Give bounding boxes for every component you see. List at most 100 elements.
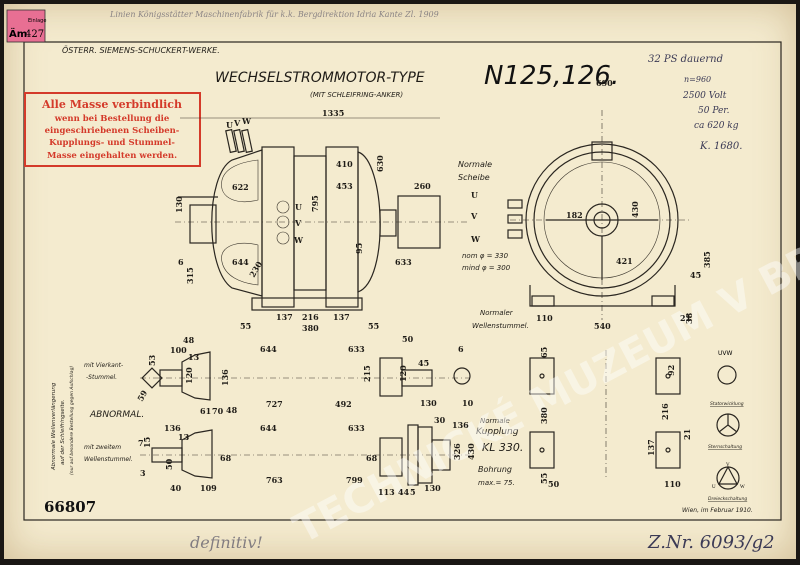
- dimension-value: 380: [539, 407, 549, 424]
- coupling-label: KL 330.: [482, 441, 523, 454]
- dimension-value: 136: [220, 369, 230, 386]
- dimension-value: 260: [414, 181, 431, 191]
- coupling-label: Normale: [480, 417, 510, 425]
- dimension-value: 430: [630, 201, 640, 218]
- dimension-value: 48: [226, 405, 238, 415]
- archive-label: Einlage Äm 427: [6, 9, 46, 43]
- dimension-value: 630: [375, 155, 385, 172]
- phase-letter: W: [293, 235, 304, 245]
- top-handwriting: Linien Königsstätter Maschinenfabrik für…: [109, 10, 439, 19]
- drawing-frame: [23, 41, 782, 521]
- terminal-letter: U: [226, 120, 233, 130]
- scheibe-label: Scheibe: [458, 173, 490, 182]
- phase-letter: U: [295, 202, 302, 212]
- dimension-value: 68: [366, 453, 378, 463]
- stamp-line: wenn bei Bestellung die: [54, 114, 170, 124]
- dimension-value: 15: [142, 437, 152, 448]
- dimension-value: 120: [184, 367, 194, 384]
- dimension-value: 21: [682, 429, 692, 440]
- dimension-value: 727: [266, 399, 283, 409]
- dimension-value: 130: [424, 483, 441, 493]
- dimension-value: 136: [164, 423, 181, 433]
- dimension-value: 315: [185, 267, 195, 284]
- dimension-value: 633: [348, 344, 365, 354]
- dimension-value: 136: [452, 420, 469, 430]
- dimension-value: 453: [336, 181, 353, 191]
- label-letters: Äm: [9, 26, 27, 40]
- dimension-value: 10: [462, 398, 474, 408]
- phase-letter: V: [294, 218, 302, 228]
- dimension-value: 38: [684, 312, 694, 324]
- dimension-value: 110: [536, 313, 553, 323]
- dimension-value: 763: [266, 475, 283, 485]
- dimension-value: 59: [135, 388, 149, 403]
- dimension-value: 50: [402, 334, 414, 344]
- coupling-label: Kupplung: [476, 427, 519, 437]
- handwritten-definitiv: definitiv!: [190, 533, 263, 552]
- dimension-value: 70: [212, 406, 224, 416]
- dimension-value: 113: [378, 487, 395, 497]
- dimension-value: 633: [348, 423, 365, 433]
- variant-label: mit Vierkant-: [84, 362, 123, 369]
- dimension-value: 216: [302, 312, 319, 322]
- dimension-value: 540: [594, 321, 611, 331]
- note: 32 PS dauernd: [648, 54, 723, 65]
- vertical-note: (nur auf besondere Bestellung gegen Aufs…: [69, 366, 75, 475]
- dimension-value: 65: [539, 347, 549, 358]
- legend-item: Sternschaltung: [708, 444, 742, 450]
- stummel-label: Normaler: [480, 309, 514, 317]
- dimension-value: 410: [336, 159, 353, 169]
- terminal-letter: W: [241, 116, 252, 126]
- diameter-label: nom φ = 330: [462, 252, 509, 260]
- variant-label: Wellenstummel.: [84, 456, 133, 463]
- dimension-value: 7: [138, 438, 144, 448]
- dimension-value: 795: [310, 195, 320, 212]
- dimension-value: 5: [410, 487, 416, 497]
- red-stamp: Alle Masse verbindlich wenn bei Bestellu…: [24, 92, 201, 167]
- phase-letter: W: [470, 234, 481, 244]
- dimension-value: 130: [174, 196, 184, 213]
- scheibe-label: Normale: [458, 160, 492, 169]
- dimension-value: 68: [220, 453, 232, 463]
- dimension-value: 44: [398, 487, 410, 497]
- variant-label: -Stummel.: [86, 374, 117, 381]
- dimension-value: 61: [200, 406, 211, 416]
- dimension-value: 137: [333, 312, 350, 322]
- legend-letter: V: [726, 463, 730, 468]
- dimension-value: 215: [362, 365, 372, 382]
- dimension-value: 3: [140, 468, 146, 478]
- dimension-value: 55: [539, 473, 549, 484]
- dimension-value: 137: [646, 439, 656, 456]
- dimension-value: 385: [702, 251, 712, 268]
- dimension-value: 633: [395, 257, 412, 267]
- label-small: Einlage: [28, 18, 46, 24]
- dimension-value: 120: [398, 365, 408, 382]
- stamp-line: eingeschriebenen Scheiben-: [45, 126, 180, 136]
- company-name: ÖSTERR. SIEMENS-SCHUCKERT-WERKE.: [62, 45, 220, 55]
- legend-letter: W: [740, 485, 745, 490]
- dimension-value: 50: [548, 479, 560, 489]
- dimension-value: 1335: [322, 108, 344, 118]
- note: ca 620 kg: [694, 121, 739, 131]
- stamp-line: Masse eingehalten werden.: [47, 151, 177, 161]
- note: K. 1680.: [699, 141, 742, 152]
- title-model: N125,126.: [484, 61, 619, 91]
- phase-letter: U: [471, 190, 478, 200]
- dimension-value: 45: [690, 270, 701, 280]
- dimension-value: 492: [335, 399, 352, 409]
- dimension-value: 130: [420, 398, 437, 408]
- legend-item: Dreieckschaltung: [708, 496, 747, 502]
- dimension-value: 45: [418, 358, 429, 368]
- place-date: Wien, im Februar 1910.: [682, 507, 753, 514]
- dimension-value: 430: [466, 443, 476, 460]
- title-subtitle: (MIT SCHLEIFRING-ANKER): [310, 91, 403, 99]
- stamp-line: Alle Masse verbindlich: [41, 98, 182, 111]
- abnormal-heading: ABNORMAL.: [89, 410, 144, 420]
- legend-letter: U: [712, 485, 716, 490]
- dimension-value: 644: [260, 344, 277, 354]
- annotations: Normale Scheibe nom φ = 330 mind φ = 300…: [44, 116, 775, 553]
- stamp-line: Kupplungs- und Stummel-: [49, 138, 175, 148]
- motor-side-view: [175, 117, 470, 311]
- dimension-value: 799: [346, 475, 363, 485]
